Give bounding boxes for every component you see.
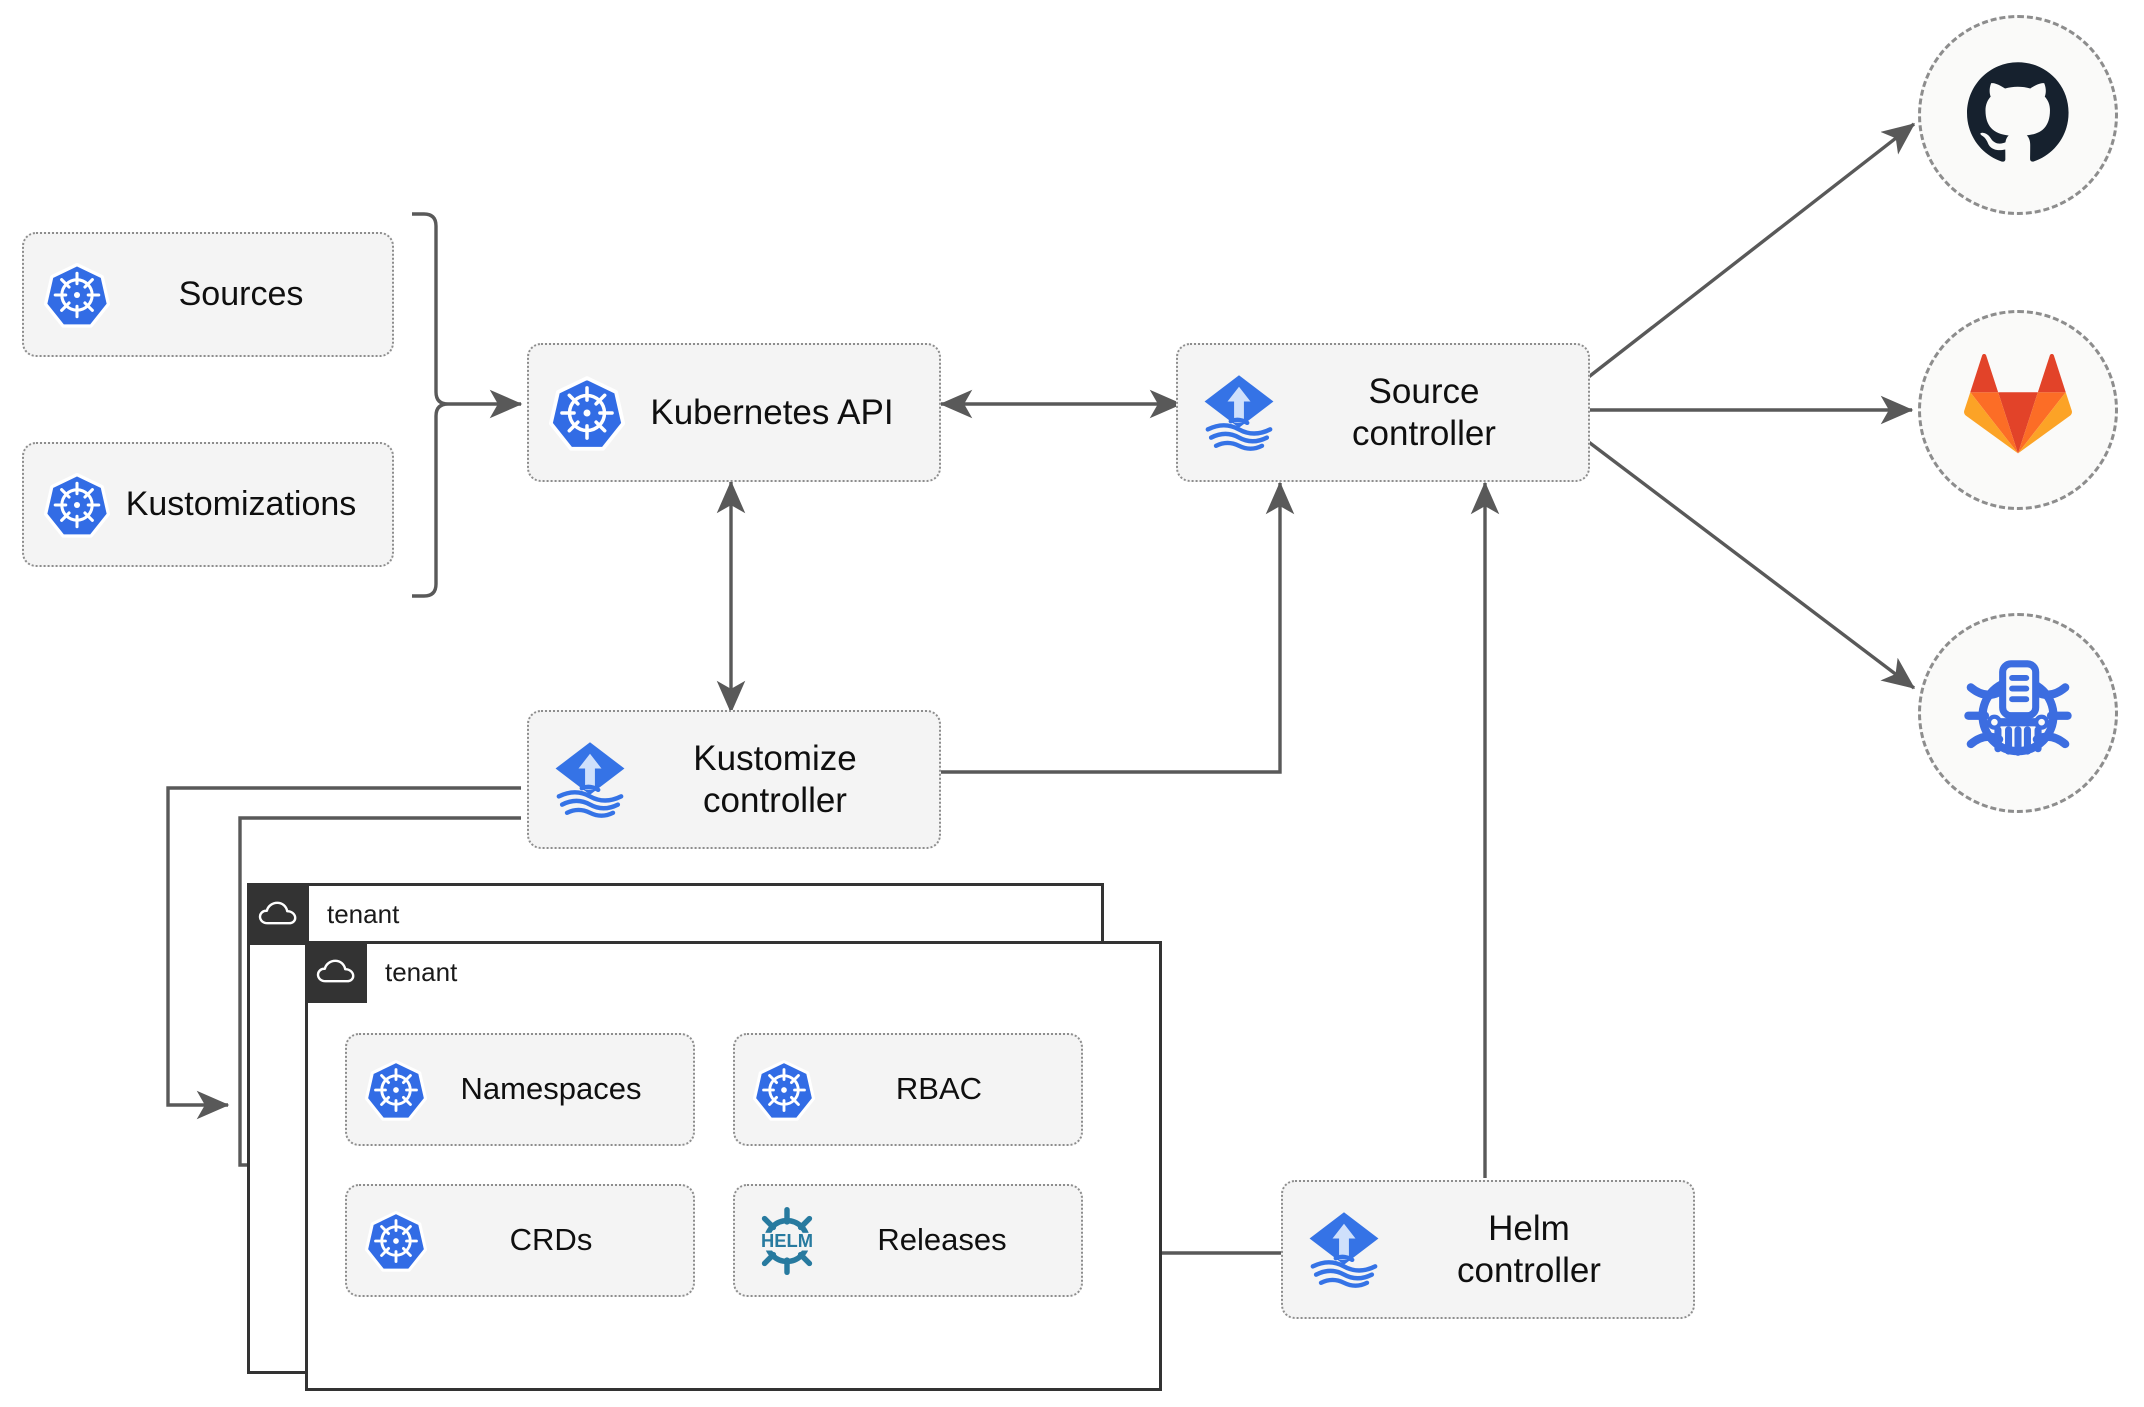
- node-namespaces-label: Namespaces: [460, 1071, 642, 1107]
- gitlab-icon: [1964, 354, 2072, 467]
- edge-kustomize-to-source-controller: [941, 481, 1295, 774]
- kubernetes-icon: [549, 375, 625, 451]
- helm-repo-icon: [1959, 652, 2077, 775]
- node-source-controller-label: Source controller: [1352, 372, 1496, 453]
- node-helm-controller-label: Helm controller: [1457, 1209, 1601, 1290]
- node-rbac-label: RBAC: [895, 1071, 983, 1107]
- node-kustomizations[interactable]: Kustomizations: [22, 442, 394, 567]
- node-crds[interactable]: CRDs: [345, 1184, 695, 1297]
- node-kustomize-controller-label: Kustomize controller: [693, 739, 857, 820]
- tenant-back-label: tenant: [327, 898, 400, 929]
- edge-resources-brace: [412, 212, 449, 598]
- repo-gitlab[interactable]: [1918, 310, 2118, 510]
- node-crds-label: CRDs: [509, 1222, 593, 1258]
- node-kustomize-controller[interactable]: Kustomize controller: [527, 710, 941, 849]
- node-releases[interactable]: Releases: [733, 1184, 1083, 1297]
- node-kubernetes-api-label: Kubernetes API: [650, 392, 894, 432]
- node-kubernetes-api[interactable]: Kubernetes API: [527, 343, 941, 482]
- node-sources[interactable]: Sources: [22, 232, 394, 357]
- tenant-front[interactable]: tenant Namespaces RBAC CRDs Release: [305, 941, 1162, 1391]
- node-sources-label: Sources: [178, 275, 304, 314]
- node-releases-label: Releases: [877, 1222, 1007, 1258]
- kubernetes-icon: [753, 1059, 815, 1121]
- flux-icon: [1198, 372, 1280, 454]
- node-kustomizations-label: Kustomizations: [125, 485, 357, 524]
- kubernetes-icon: [44, 262, 110, 328]
- tenant-back-header: tenant: [247, 883, 399, 945]
- repo-github[interactable]: [1918, 15, 2118, 215]
- edge-source-to-github: [1584, 122, 1916, 381]
- kubernetes-icon: [365, 1059, 427, 1121]
- cloud-icon: [305, 941, 367, 1003]
- node-helm-controller[interactable]: Helm controller: [1281, 1180, 1695, 1319]
- repo-helm-bucket[interactable]: [1918, 613, 2118, 813]
- kubernetes-icon: [44, 472, 110, 538]
- github-icon: [1964, 59, 2072, 172]
- node-source-controller[interactable]: Source controller: [1176, 343, 1590, 482]
- node-namespaces[interactable]: Namespaces: [345, 1033, 695, 1146]
- cloud-icon: [247, 883, 309, 945]
- edge-source-to-helm-repo: [1584, 438, 1916, 690]
- flux-icon: [1303, 1209, 1385, 1291]
- node-rbac[interactable]: RBAC: [733, 1033, 1083, 1146]
- tenant-front-label: tenant: [385, 956, 458, 987]
- helm-icon: [753, 1207, 821, 1275]
- tenant-front-header: tenant: [305, 941, 457, 1003]
- kubernetes-icon: [365, 1210, 427, 1272]
- flux-icon: [549, 739, 631, 821]
